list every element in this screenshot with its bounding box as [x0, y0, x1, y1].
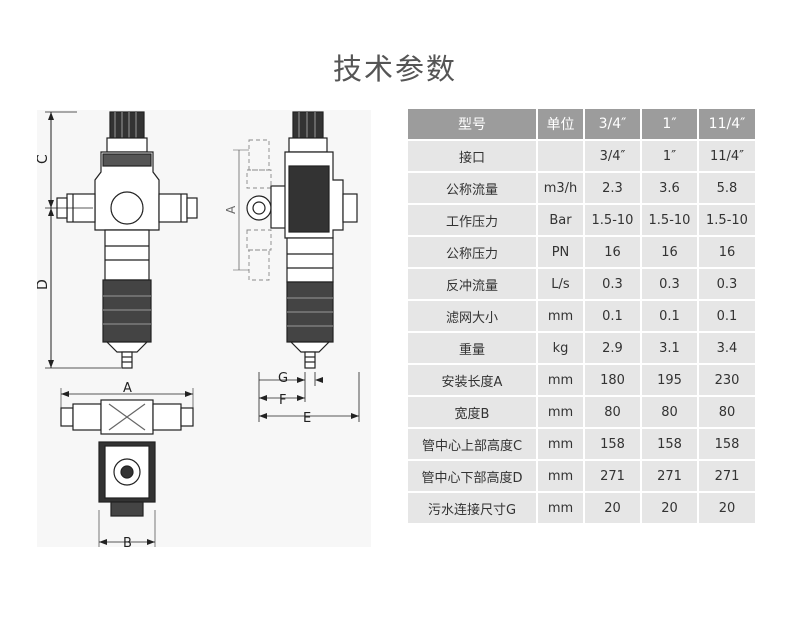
front-view — [56, 111, 198, 369]
table-cell: kg — [538, 333, 583, 363]
table-cell: 180 — [585, 365, 640, 395]
table-cell: 5.8 — [699, 173, 755, 203]
table-cell: 158 — [699, 429, 755, 459]
header-size-3-4: 3/4″ — [585, 109, 640, 139]
table-cell: mm — [538, 397, 583, 427]
table-row-label: 公称压力 — [408, 237, 536, 267]
table-row-label: 重量 — [408, 333, 536, 363]
table-cell: 0.1 — [699, 301, 755, 331]
table-cell: 0.3 — [642, 269, 697, 299]
page-title: 技术参数 — [332, 52, 457, 86]
table-cell: 20 — [585, 493, 640, 523]
header-size-1-1-4: 11/4″ — [699, 109, 755, 139]
table-cell: L/s — [538, 269, 583, 299]
table-row: 接口 3/4″1″11/4″ — [408, 141, 755, 171]
label-b: B — [123, 536, 132, 547]
table-cell: 158 — [642, 429, 697, 459]
dim-c-d — [45, 111, 121, 369]
table-cell: 3/4″ — [585, 141, 640, 171]
table-cell: 1.5-10 — [699, 205, 755, 235]
table-cell: 80 — [642, 397, 697, 427]
table-cell: 271 — [585, 461, 640, 491]
table-cell: mm — [538, 365, 583, 395]
table-cell: 2.3 — [585, 173, 640, 203]
table-row-label: 接口 — [408, 141, 536, 171]
table-cell: 195 — [642, 365, 697, 395]
table-cell: 0.3 — [699, 269, 755, 299]
table-cell: Bar — [538, 205, 583, 235]
table-row-label: 宽度B — [408, 397, 536, 427]
header-size-1: 1″ — [642, 109, 697, 139]
header-model: 型号 — [408, 109, 536, 139]
plan-view — [60, 388, 194, 547]
label-a-side: A — [224, 205, 238, 214]
label-d: D — [37, 279, 51, 290]
table-header-row: 型号 单位 3/4″ 1″ 11/4″ — [408, 109, 755, 139]
label-a: A — [123, 381, 132, 396]
filter-drawing: C D A G F E A B — [37, 111, 360, 547]
table-cell: 20 — [699, 493, 755, 523]
table-cell: 0.1 — [642, 301, 697, 331]
table-row-label: 污水连接尺寸G — [408, 493, 536, 523]
table-cell: 1.5-10 — [642, 205, 697, 235]
table-cell: 0.1 — [585, 301, 640, 331]
dim-g-f-e — [258, 372, 360, 422]
table-cell — [538, 141, 583, 171]
table-cell: 158 — [585, 429, 640, 459]
label-f: F — [279, 393, 286, 408]
table-cell: 3.1 — [642, 333, 697, 363]
table-cell: 1.5-10 — [585, 205, 640, 235]
label-e: E — [303, 411, 311, 426]
table-cell: 16 — [699, 237, 755, 267]
table-cell: mm — [538, 461, 583, 491]
header-unit: 单位 — [538, 109, 583, 139]
table-row-label: 公称流量 — [408, 173, 536, 203]
table-cell: 1″ — [642, 141, 697, 171]
table-cell: PN — [538, 237, 583, 267]
table-cell: 20 — [642, 493, 697, 523]
table-cell: 230 — [699, 365, 755, 395]
table-cell: 271 — [699, 461, 755, 491]
table-cell: 3.4 — [699, 333, 755, 363]
table-row-label: 管中心下部高度D — [408, 461, 536, 491]
table-row-label: 安装长度A — [408, 365, 536, 395]
dim-a-side — [233, 149, 249, 271]
table-cell: m3/h — [538, 173, 583, 203]
side-view — [246, 111, 358, 369]
table-cell: 0.3 — [585, 269, 640, 299]
table-cell: 3.6 — [642, 173, 697, 203]
table-cell: mm — [538, 429, 583, 459]
table-cell: 2.9 — [585, 333, 640, 363]
table-cell: mm — [538, 301, 583, 331]
table-cell: 11/4″ — [699, 141, 755, 171]
table-cell: 80 — [585, 397, 640, 427]
table-cell: mm — [538, 493, 583, 523]
table-cell: 80 — [699, 397, 755, 427]
table-cell: 16 — [642, 237, 697, 267]
table-row-label: 管中心上部高度C — [408, 429, 536, 459]
dimension-diagram: C D A G F E A B — [37, 110, 371, 547]
label-g: G — [278, 371, 288, 386]
table-row-label: 滤网大小 — [408, 301, 536, 331]
table-row-label: 反冲流量 — [408, 269, 536, 299]
table-cell: 271 — [642, 461, 697, 491]
table-row-label: 工作压力 — [408, 205, 536, 235]
label-c: C — [37, 154, 51, 164]
table-cell: 16 — [585, 237, 640, 267]
